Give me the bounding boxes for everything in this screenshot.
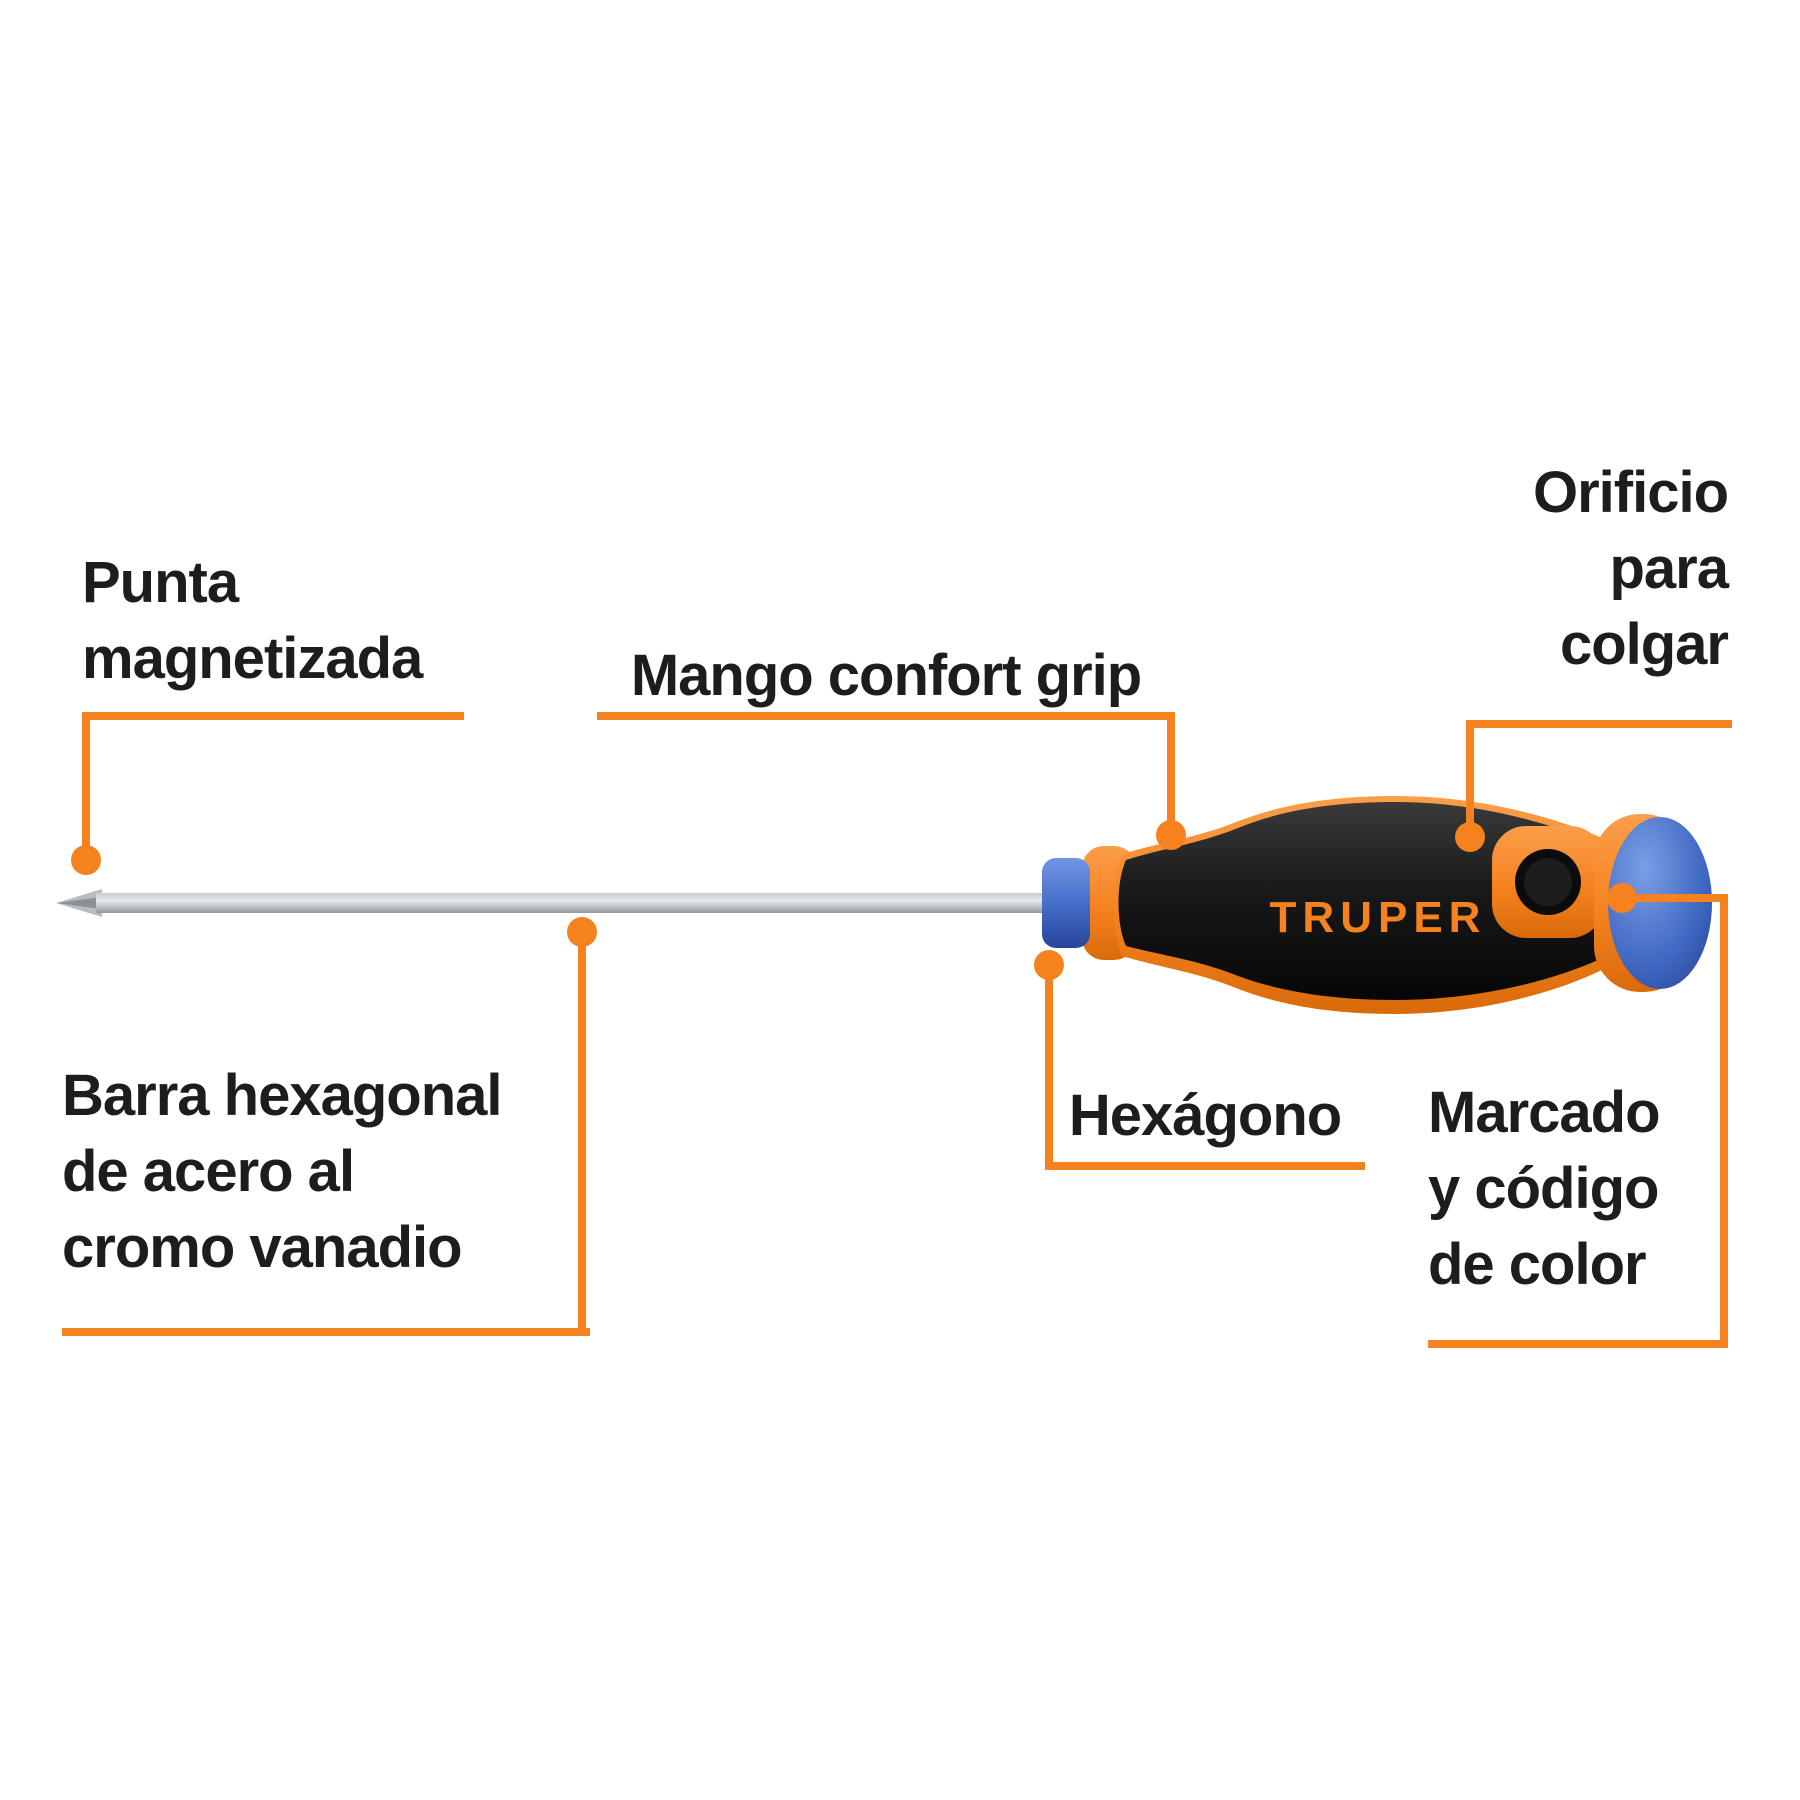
label-line: para — [1609, 536, 1729, 601]
label-line: Mango confort grip — [630, 643, 1142, 708]
callout-marcado-connector-vertical — [1720, 894, 1728, 1348]
callout-barra-underline — [62, 1328, 590, 1336]
label-line: magnetizada — [82, 626, 423, 691]
callout-hexagono-connector — [1045, 968, 1053, 1170]
callout-mango-label: Mango confort grip — [597, 638, 1175, 714]
label-line: Marcado — [1428, 1080, 1661, 1145]
label-line: colgar — [1559, 612, 1729, 677]
label-line: y código — [1428, 1156, 1659, 1221]
callout-barra-connector — [578, 938, 586, 1336]
brand-text: TRUPER — [1270, 893, 1487, 942]
callout-marcado-underline — [1428, 1340, 1728, 1348]
callout-marcado-connector-horizontal — [1622, 894, 1728, 902]
label-line: Barra hexagonal — [62, 1063, 503, 1128]
screwdriver-shaft — [96, 893, 1068, 913]
callout-orificio-dot — [1455, 822, 1485, 852]
label-line: Hexágono — [1068, 1083, 1342, 1148]
tip-flute — [56, 897, 102, 909]
callout-marcado-dot — [1607, 883, 1637, 913]
ferrule-blue-collar — [1042, 858, 1090, 948]
callout-orificio-underline — [1466, 720, 1732, 728]
callout-orificio-connector — [1466, 720, 1474, 832]
callout-marcado-label: Marcado y código de color — [1428, 1075, 1661, 1303]
callout-hexagono-underline — [1045, 1162, 1365, 1170]
callout-hexagono-dot — [1034, 950, 1064, 980]
label-line: de color — [1428, 1232, 1647, 1297]
callout-mango-dot — [1156, 820, 1186, 850]
label-line: Orificio — [1532, 460, 1729, 525]
callout-barra-dot — [567, 917, 597, 947]
label-line: cromo vanadio — [62, 1215, 463, 1280]
callout-hexagono-label: Hexágono — [1045, 1078, 1365, 1154]
hang-hole-inner — [1524, 858, 1572, 906]
callout-mango-underline — [597, 712, 1175, 720]
label-line: de acero al — [62, 1139, 355, 1204]
callout-barra-label: Barra hexagonal de acero al cromo vanadi… — [62, 1058, 503, 1286]
callout-mango-connector — [1167, 712, 1175, 830]
callout-punta-label: Punta magnetizada — [82, 545, 423, 697]
end-cap-blue — [1608, 817, 1712, 989]
label-line: Punta — [82, 550, 239, 615]
callout-punta-dot — [71, 845, 101, 875]
callout-orificio-label: Orificio para colgar — [1460, 455, 1729, 683]
callout-punta-underline — [82, 712, 464, 720]
callout-punta-connector — [82, 712, 90, 852]
